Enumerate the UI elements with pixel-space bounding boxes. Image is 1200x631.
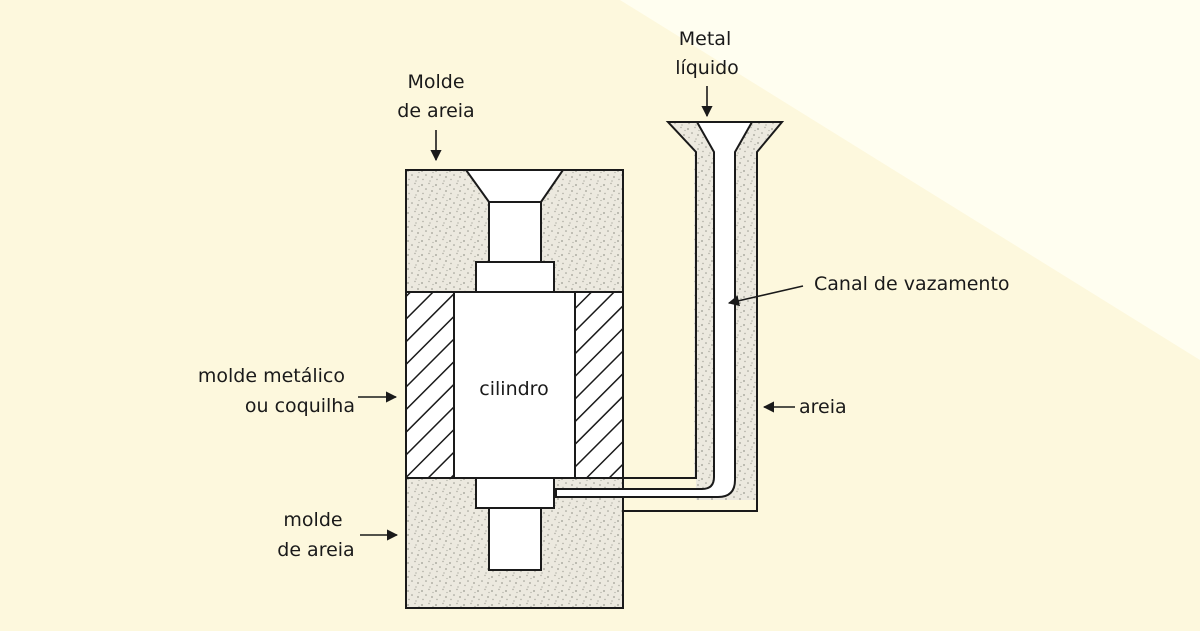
metal-mold-right [574, 291, 624, 479]
metal-mold-label-line1: molde metálico [198, 365, 345, 387]
pouring-channel [555, 121, 754, 498]
top-mold-label-line1: Molde [407, 71, 464, 93]
liquid-metal-label-line1: Metal [679, 28, 731, 50]
cylinder-body [453, 291, 576, 479]
sand-channel-walls [556, 121, 785, 608]
top-mold-label-line2: de areia [397, 100, 474, 122]
bottom-mold-label-line2: de areia [277, 539, 354, 561]
sand-mold-lower [406, 122, 782, 500]
sand-label: areia [799, 396, 847, 418]
top-neck [488, 201, 542, 263]
bottom-mold-label-line1: molde [283, 509, 342, 531]
liquid-metal-label-line2: líquido [675, 57, 739, 79]
cylinder-label: cilindro [479, 378, 548, 400]
bottom-neck [488, 507, 542, 571]
bottom-shoulder [475, 477, 555, 509]
top-shoulder [475, 261, 555, 293]
metal-mold-label-line2: ou coquilha [245, 395, 355, 417]
pouring-channel-label: Canal de vazamento [814, 273, 1010, 295]
metal-mold-left [405, 291, 455, 479]
pouring-channel-arrow [727, 285, 804, 307]
